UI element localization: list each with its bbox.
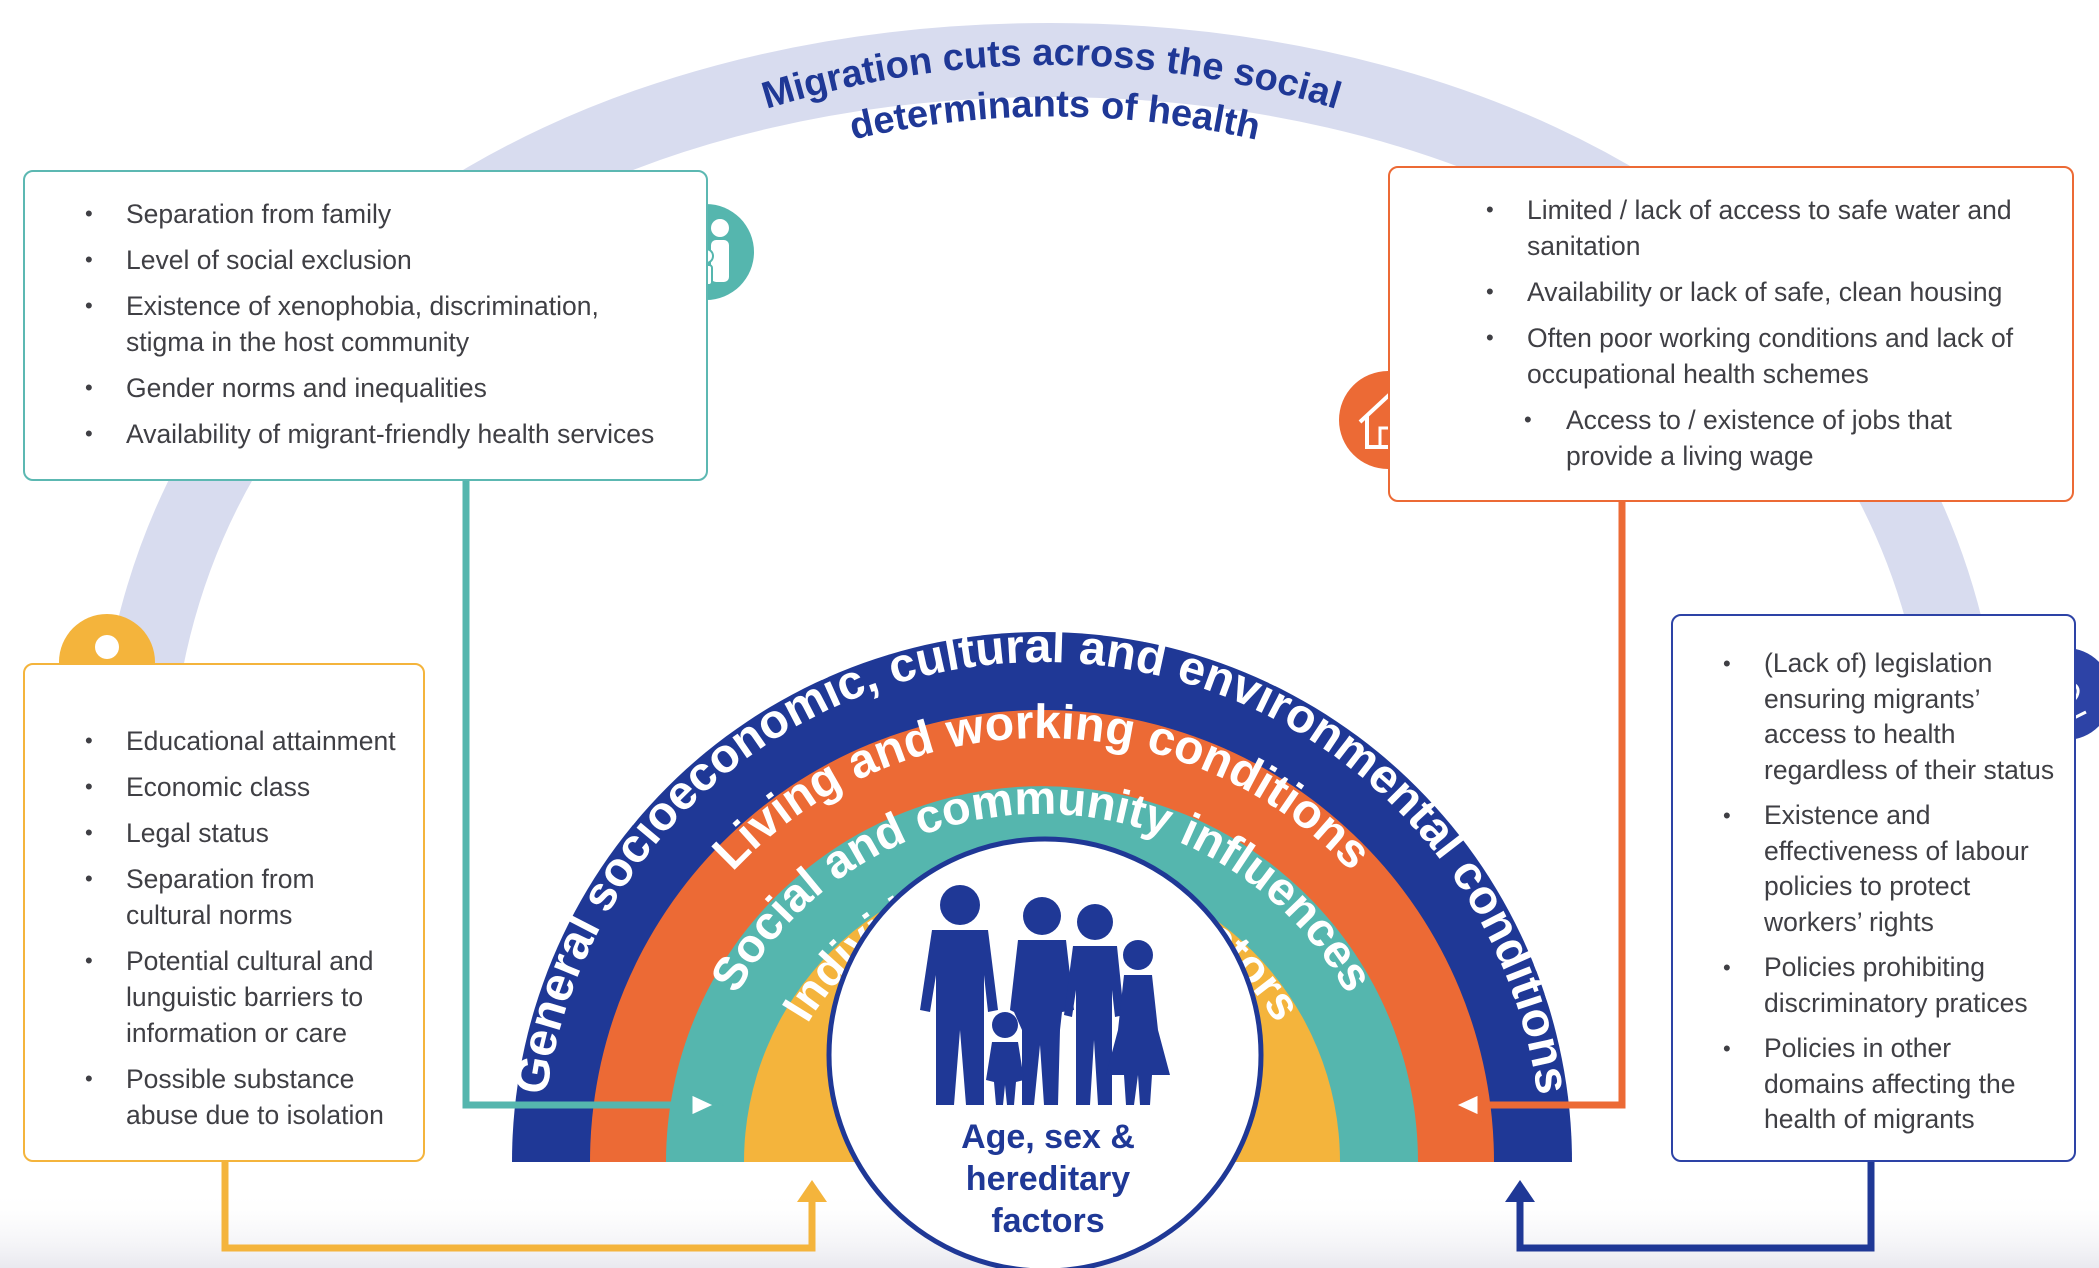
- individual-factors-list: Educational attainment Economic class Le…: [85, 723, 403, 1133]
- list-item: Availability or lack of safe, clean hous…: [1486, 274, 2032, 310]
- list-item: Often poor working conditions and lack o…: [1486, 320, 2032, 392]
- list-item: Potential cultural and lunguistic barrie…: [85, 943, 403, 1051]
- list-item: Level of social exclusion: [85, 242, 676, 278]
- list-subitem: Access to / existence of jobs that provi…: [1486, 402, 2032, 474]
- general-conditions-list: (Lack of) legislation ensuring migrants’…: [1723, 646, 2058, 1138]
- center-label-line3: factors: [991, 1202, 1104, 1240]
- connector-social: [462, 480, 724, 1122]
- list-item: Separation from family: [85, 196, 676, 232]
- general-conditions-box: (Lack of) legislation ensuring migrants’…: [1671, 614, 2076, 1162]
- list-item: Separation from cultural norms: [85, 861, 403, 933]
- social-factors-list: Separation from family Level of social e…: [85, 196, 676, 452]
- individual-factors-box: Educational attainment Economic class Le…: [23, 663, 425, 1162]
- list-item: Gender norms and inequalities: [85, 370, 676, 406]
- connector-living: [1446, 500, 1626, 1122]
- center-label-line2: hereditary: [966, 1160, 1130, 1198]
- list-item: Possible substance abuse due to isolatio…: [85, 1061, 403, 1133]
- list-item: Existence of xenophobia, discrimination,…: [85, 288, 676, 360]
- list-item: Limited / lack of access to safe water a…: [1486, 192, 2032, 264]
- center-label-line1: Age, sex &: [961, 1118, 1135, 1156]
- list-item: Availability of migrant-friendly health …: [85, 416, 676, 452]
- living-conditions-list: Limited / lack of access to safe water a…: [1486, 192, 2032, 474]
- list-item: (Lack of) legislation ensuring migrants’…: [1723, 646, 2058, 788]
- connector-individual: [221, 1162, 827, 1252]
- list-item: Existence and effectiveness of labour po…: [1723, 798, 2058, 940]
- social-factors-box: Separation from family Level of social e…: [23, 170, 708, 481]
- living-conditions-box: Limited / lack of access to safe water a…: [1388, 166, 2074, 502]
- connector-general: [1505, 1162, 1875, 1252]
- list-item: Policies prohibiting discriminatory prat…: [1723, 950, 2058, 1021]
- list-item: Legal status: [85, 815, 403, 851]
- family-silhouette-icon: [920, 885, 1170, 1105]
- list-item: Economic class: [85, 769, 403, 805]
- list-item: Policies in other domains affecting the …: [1723, 1031, 2058, 1138]
- list-item: Educational attainment: [85, 723, 403, 759]
